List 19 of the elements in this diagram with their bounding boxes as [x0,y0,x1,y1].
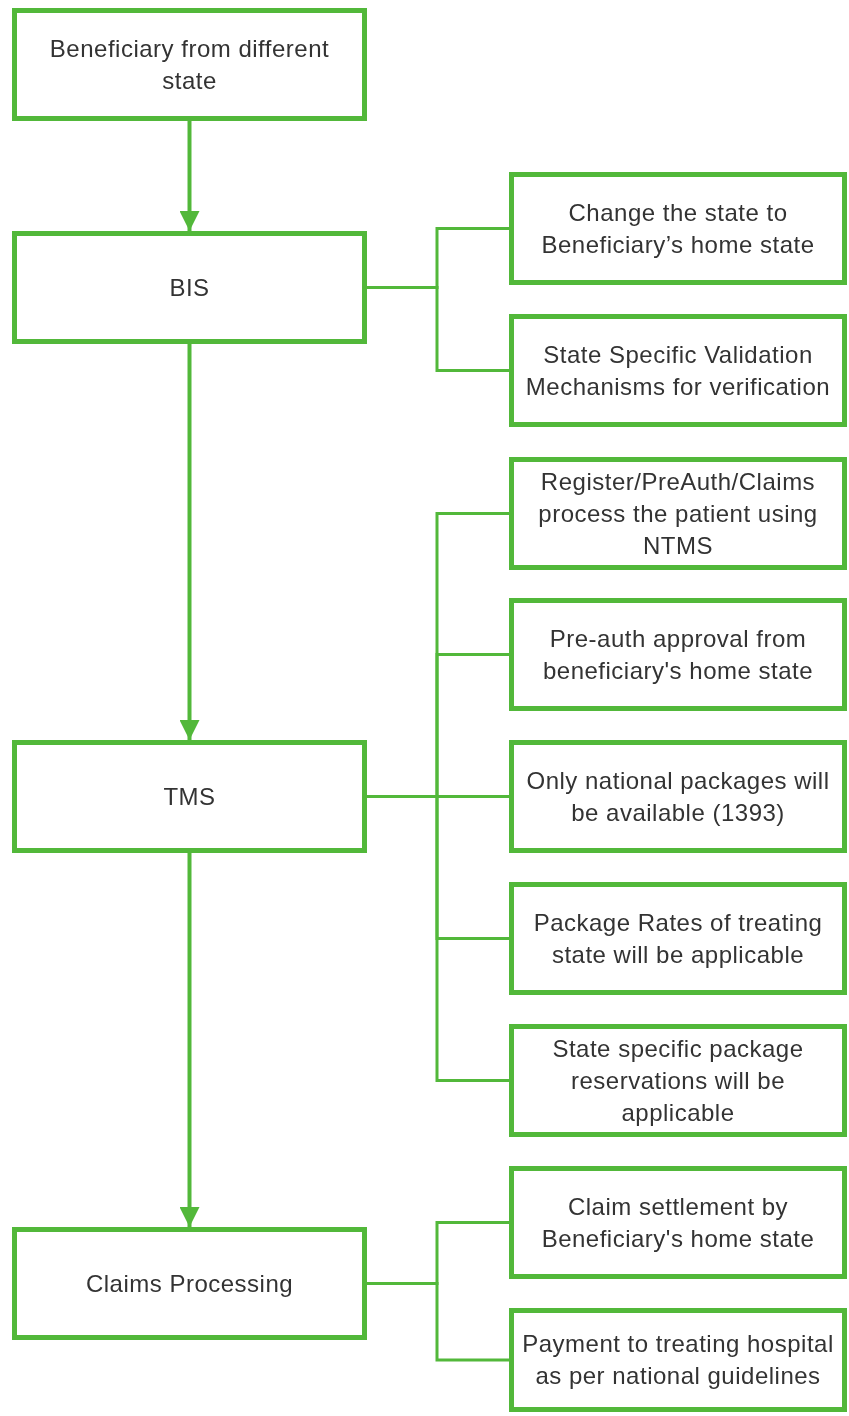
process-box: Beneficiary from different state [12,8,367,121]
process-box: TMS [12,740,367,853]
process-box: State Specific Validation Mechanisms for verification [509,314,847,427]
process-box: Change the state to Beneficiary’s home state [509,172,847,285]
process-box: Claim settlement by Beneficiary's home state [509,1166,847,1279]
process-box: Payment to treating hospital as per national guidelines [509,1308,847,1412]
process-box: Register/PreAuth/Claims process the patient using NTMS [509,457,847,570]
arrow [179,853,200,1227]
arrow [179,344,200,740]
process-box: Only national packages will be available (1393) [509,740,847,853]
process-box: Pre-auth approval from beneficiary's home state [509,598,847,711]
connector-line [367,1282,509,1362]
process-box: Claims Processing [12,1227,367,1340]
connector-line [367,286,509,372]
process-box: BIS [12,231,367,344]
process-box: Package Rates of treating state will be applicable [509,882,847,995]
arrow [179,121,200,231]
connector-line [367,795,509,1082]
process-box: State specific package reservations will be applicable [509,1024,847,1137]
